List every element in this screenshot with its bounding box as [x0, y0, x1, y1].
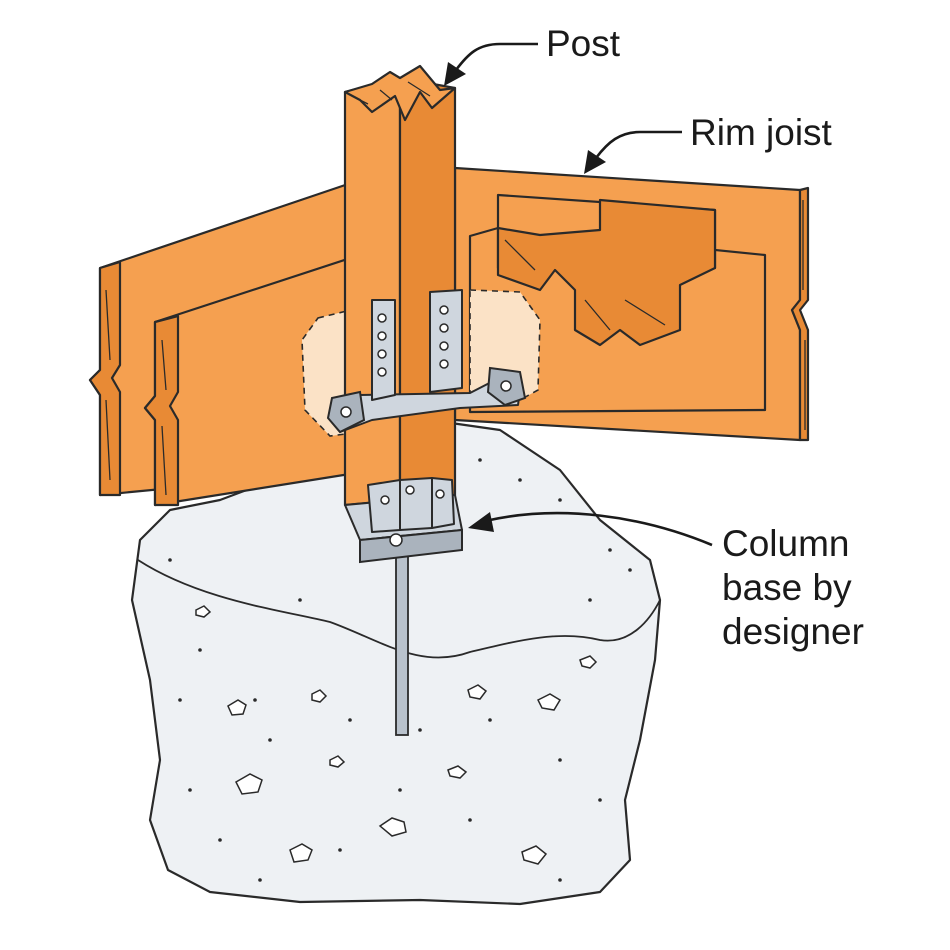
aggregate-stones [195, 605, 598, 865]
rim-joist-callout: Rim joist [584, 112, 833, 174]
column-base-arrowhead [468, 512, 494, 532]
post [343, 64, 457, 507]
column-base-label-line3: designer [722, 611, 864, 652]
column-base-leader-line [489, 511, 713, 547]
post-label: Post [546, 23, 621, 64]
rim-joist-arrowhead [584, 150, 606, 174]
post-arrowhead [444, 62, 466, 86]
strap-fastener-holes [340, 305, 512, 418]
column-base [344, 477, 463, 564]
column-base-label-line1: Column [722, 523, 850, 564]
anchor-rod [395, 554, 409, 736]
column-base-label-line2: base by [722, 567, 852, 608]
post-callout: Post [444, 23, 621, 86]
concrete-speckles [168, 458, 632, 882]
rim-joist-label: Rim joist [690, 112, 833, 153]
rim-joist-leader-line [594, 130, 682, 159]
column-base-callout: Column base by designer [468, 511, 864, 652]
post-leader-line [454, 42, 538, 71]
right-beam-front [468, 193, 767, 414]
strap-connector [326, 289, 527, 434]
